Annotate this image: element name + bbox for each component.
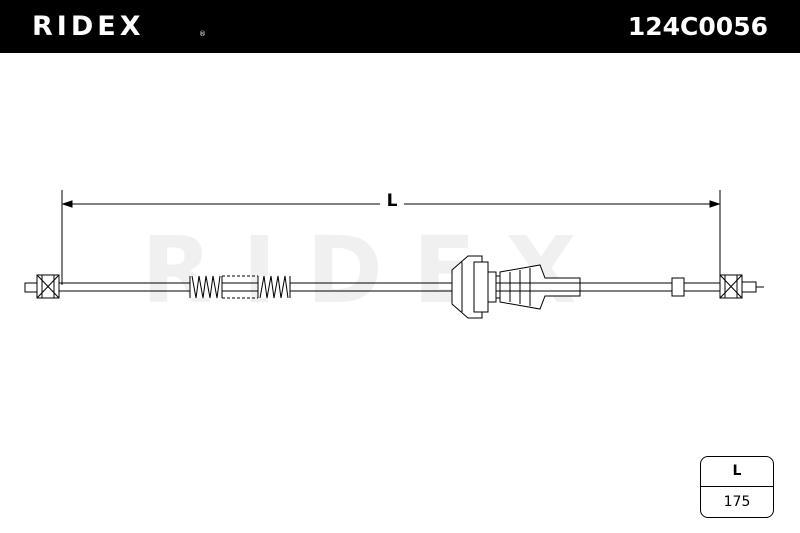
dimension-label: L (380, 190, 404, 212)
spring-left (189, 275, 223, 299)
header-bar: RIDEX ® 124C0056 (0, 0, 800, 53)
ferrule (671, 277, 685, 297)
retainer-clip (451, 255, 500, 319)
dimension-table-value: 175 (723, 494, 751, 510)
left-end-fitting (24, 274, 60, 299)
conical-sleeve (499, 264, 581, 310)
dimension-table-header: L (701, 457, 773, 487)
part-number: 124C0056 (627, 12, 768, 41)
spring-right (257, 275, 291, 299)
dashed-boot (222, 275, 258, 299)
brand-logo: RIDEX (32, 11, 145, 42)
right-end-fitting (719, 274, 764, 299)
dimension-arrow-left (61, 200, 73, 208)
dimension-table: L 175 (700, 456, 774, 518)
dimension-arrow-right (709, 200, 721, 208)
registered-mark: ® (199, 30, 206, 38)
